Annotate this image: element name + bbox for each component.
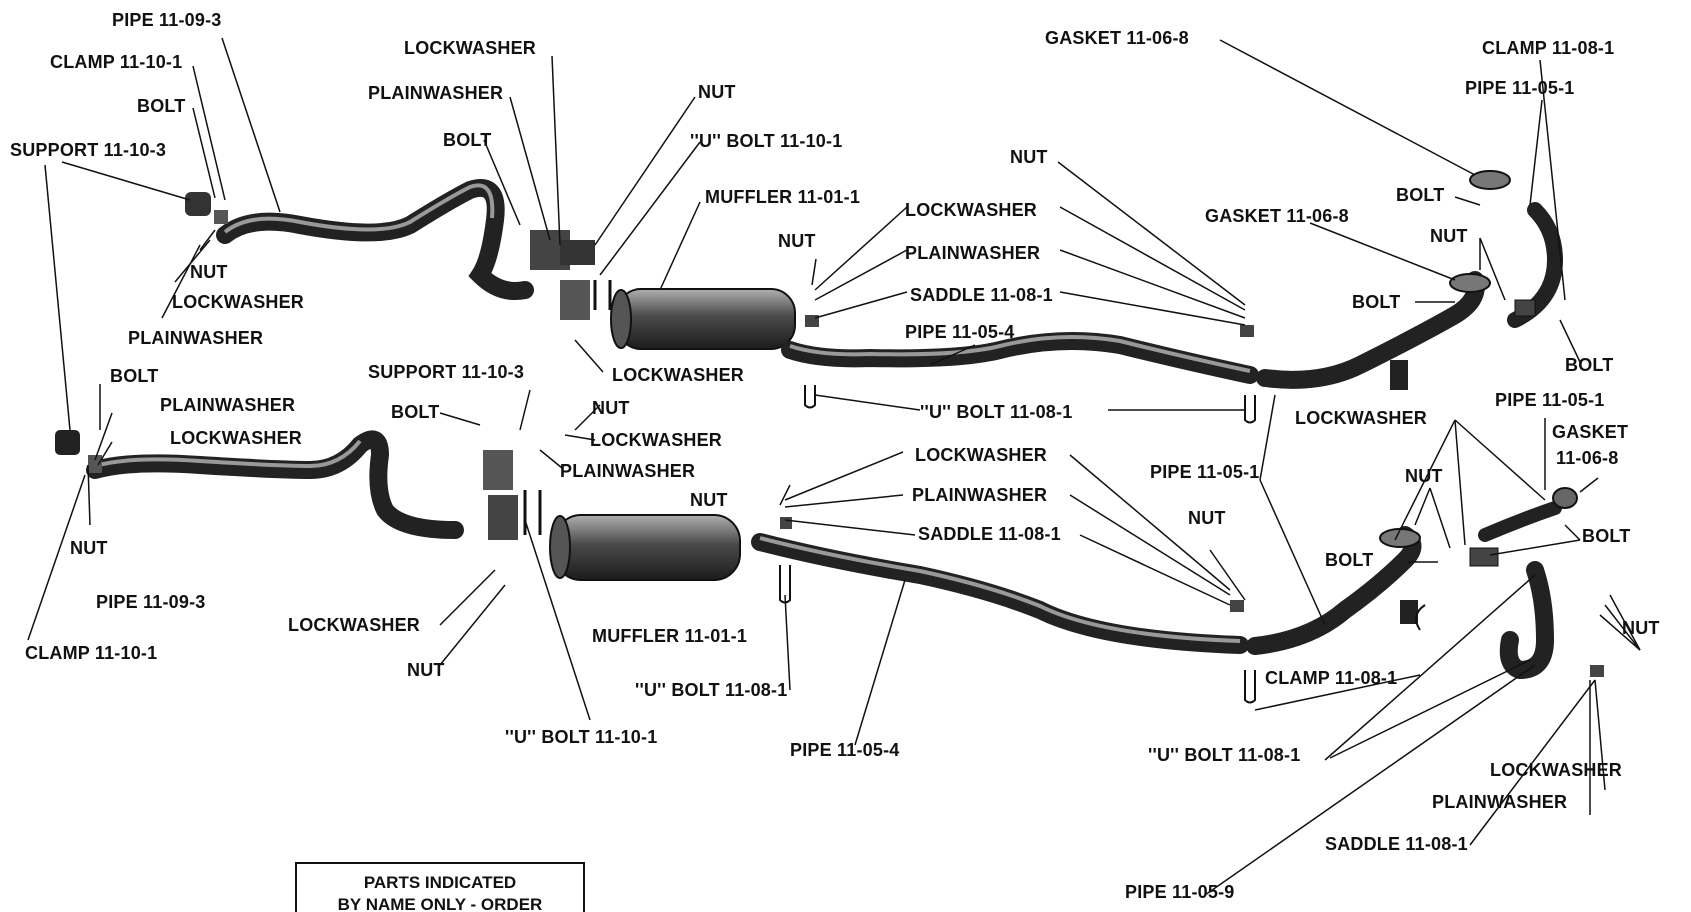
label-bolt-right-2: BOLT [1352,292,1401,312]
intermediate-pipe-top [781,332,1259,384]
label-gasket-right-1: GASKET [1552,422,1629,442]
label-pipe-11-05-1-mid: PIPE 11-05-1 [1150,462,1260,482]
u-bolts [779,385,1426,704]
label-muffler-11-01-1-bottom: MUFFLER 11-01-1 [592,626,748,646]
tail-pipe-bottom [86,430,464,539]
label-nut-right-top: NUT [1430,226,1468,246]
label-support-11-10-3-mid: SUPPORT 11-10-3 [368,362,525,382]
tail-pipe-top [216,179,534,300]
label-nut-center: NUT [592,398,630,418]
leader-lines [27,37,1641,896]
label-pipe-11-09-3-bottom: PIPE 11-09-3 [96,592,206,612]
label-plainwasher-top-left: PLAINWASHER [128,328,264,348]
label-clamp-11-10-1-top: CLAMP 11-10-1 [50,52,183,72]
support-bottom-center [483,450,542,540]
label-support-11-10-3-top: SUPPORT 11-10-3 [10,140,167,160]
label-bolt-right-lower-2: BOLT [1582,526,1631,546]
label-clamp-11-10-1-bottom: CLAMP 11-10-1 [25,643,158,663]
support-top-center [530,230,612,320]
label-lockwasher-top-center: LOCKWASHER [404,38,536,58]
label-saddle-11-08-1-top: SADDLE 11-08-1 [910,285,1053,305]
label-lockwasher-center-2: LOCKWASHER [590,430,722,450]
label-gasket-11-06-8-mid: GASKET 11-06-8 [1205,206,1349,226]
front-pipe-bottom [1246,487,1578,680]
label-pipe-11-05-4-top: PIPE 11-05-4 [905,322,1015,342]
label-u-bolt-11-10-1-top: ''U'' BOLT 11-10-1 [690,131,843,151]
label-bolt-right-top: BOLT [1396,185,1445,205]
label-nut-top-left: NUT [190,262,228,282]
parts-notice-box: PARTS INDICATED BY NAME ONLY - ORDER [295,862,585,912]
label-u-bolt-11-08-1-bottom: ''U'' BOLT 11-08-1 [1148,745,1301,765]
label-saddle-11-08-1-bottom: SADDLE 11-08-1 [1325,834,1468,854]
label-lockwasher-bottom-left: LOCKWASHER [288,615,420,635]
label-clamp-11-08-1-bottom: CLAMP 11-08-1 [1265,668,1398,688]
front-pipe-top [1256,170,1564,390]
notice-line-1: PARTS INDICATED [363,873,517,892]
label-pipe-11-05-9: PIPE 11-05-9 [1125,882,1235,902]
label-lockwasher-top-left: LOCKWASHER [172,292,304,312]
label-nut-top-center: NUT [698,82,736,102]
label-bolt-top-center: BOLT [443,130,492,150]
label-pipe-11-05-1-top: PIPE 11-05-1 [1465,78,1575,98]
label-bolt-mid-left: BOLT [110,366,159,386]
label-nut-right-lower: NUT [1405,466,1443,486]
label-lockwasher-mid-left: LOCKWASHER [170,428,302,448]
label-pipe-11-05-4-bottom: PIPE 11-05-4 [790,740,900,760]
label-u-bolt-11-10-1-bottom: ''U'' BOLT 11-10-1 [505,727,658,747]
label-bolt-center: BOLT [391,402,440,422]
notice-line-2: BY NAME ONLY - ORDER [337,895,543,912]
label-nut-bottom-left: NUT [407,660,445,680]
label-lockwasher-muffler-top: LOCKWASHER [905,200,1037,220]
label-nut-mid-left: NUT [70,538,108,558]
label-nut-far-top: NUT [1010,147,1048,167]
label-u-bolt-11-08-1-mid: ''U'' BOLT 11-08-1 [635,680,788,700]
label-bolt-right-3: BOLT [1565,355,1614,375]
label-pipe-11-09-3-top: PIPE 11-09-3 [112,10,222,30]
label-plainwasher-mid-left: PLAINWASHER [160,395,296,415]
label-nut-muffler-bottom: NUT [690,490,728,510]
muffler-bottom [549,514,741,581]
label-lockwasher-muffler-bottom: LOCKWASHER [915,445,1047,465]
intermediate-pipe-bottom [751,533,1249,654]
label-lockwasher-center: LOCKWASHER [612,365,744,385]
support-top-left [185,192,228,224]
label-gasket-11-06-8-top: GASKET 11-06-8 [1045,28,1189,48]
label-plainwasher-bottom-right: PLAINWASHER [1432,792,1568,812]
label-lockwasher-bottom-right: LOCKWASHER [1490,760,1622,780]
label-nut-right-mid: NUT [1188,508,1226,528]
label-gasket-right-2: 11-06-8 [1556,448,1619,468]
label-bolt-right-lower: BOLT [1325,550,1374,570]
label-lockwasher-right: LOCKWASHER [1295,408,1427,428]
label-plainwasher-muffler-top: PLAINWASHER [905,243,1041,263]
label-plainwasher-center: PLAINWASHER [560,461,696,481]
label-plainwasher-top-center: PLAINWASHER [368,83,504,103]
label-muffler-11-01-1-top: MUFFLER 11-01-1 [705,187,861,207]
label-pipe-11-05-1-right: PIPE 11-05-1 [1495,390,1605,410]
label-plainwasher-muffler-bottom: PLAINWASHER [912,485,1048,505]
label-clamp-11-08-1-top: CLAMP 11-08-1 [1482,38,1615,58]
muffler-top [610,288,796,350]
label-nut-muffler-top: NUT [778,231,816,251]
label-nut-far-right: NUT [1622,618,1660,638]
label-saddle-11-08-1-mid: SADDLE 11-08-1 [918,524,1061,544]
support-bottom-left [55,430,102,473]
label-bolt-top-left: BOLT [137,96,186,116]
label-u-bolt-11-08-1-top: ''U'' BOLT 11-08-1 [920,402,1073,422]
